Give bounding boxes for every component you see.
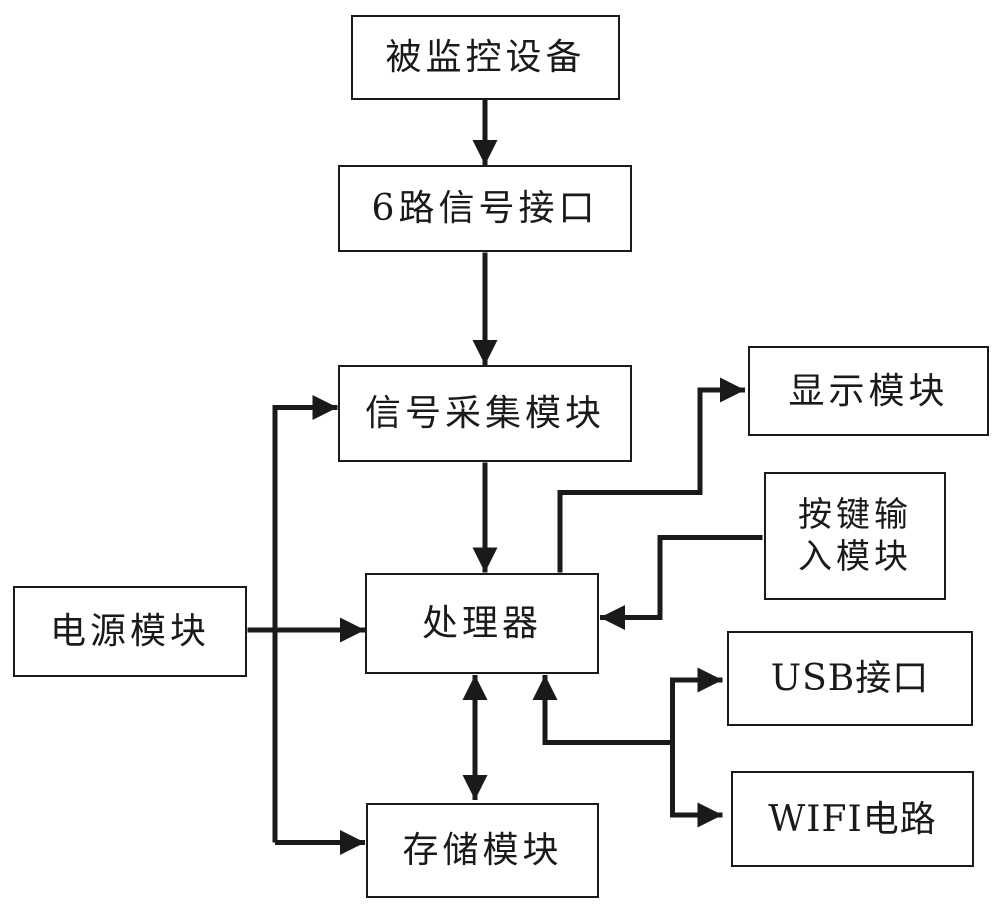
edge-processor-bus <box>532 675 673 745</box>
wifi-circuit-box: WIFI电路 <box>731 771 974 867</box>
display-module-box: 显示模块 <box>748 346 989 436</box>
power-module-box: 电源模块 <box>13 586 247 677</box>
signal-interface-box: 6路信号接口 <box>338 165 632 252</box>
edge-processor-to-display <box>557 377 745 573</box>
key-input-module-box: 按键输 入模块 <box>764 472 946 600</box>
monitored-device-box: 被监控设备 <box>351 15 620 100</box>
edge-bus-to-wifi <box>670 742 723 828</box>
usb-interface-box: USB接口 <box>727 631 973 726</box>
edge-power-to-acquisition <box>272 395 338 843</box>
processor-box: 处理器 <box>365 573 599 674</box>
storage-module-box: 存储模块 <box>366 803 599 898</box>
edge-bus-to-usb <box>670 667 723 743</box>
signal-acquisition-box: 信号采集模块 <box>338 365 632 462</box>
edge-keyinput-to-processor <box>600 535 763 630</box>
